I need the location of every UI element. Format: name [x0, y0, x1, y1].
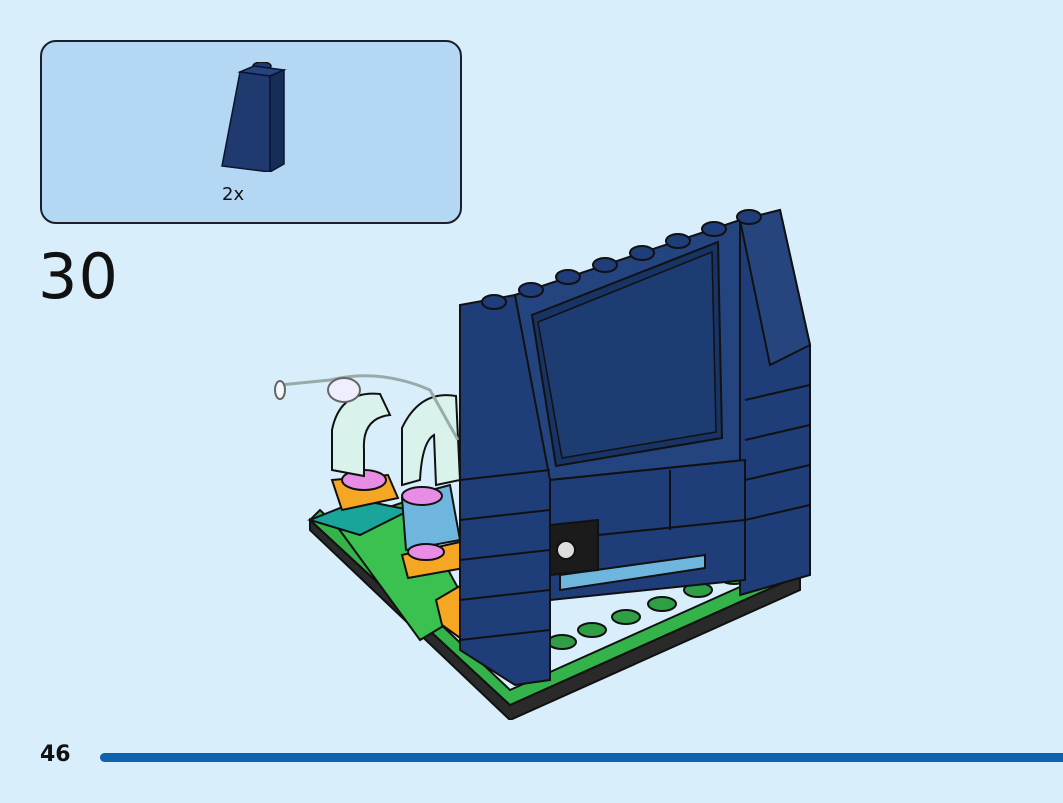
step-number: 30 [38, 240, 119, 313]
part-quantity: 2x [222, 184, 245, 205]
parts-callout-box: 2x [40, 40, 462, 224]
top-studs [481, 209, 762, 310]
assembled-model-illustration [274, 208, 812, 720]
dark-blue-slope-brick-icon [221, 62, 287, 172]
progress-bar-fill [100, 753, 1063, 762]
progress-bar [100, 753, 1063, 762]
page-number: 46 [40, 742, 71, 767]
